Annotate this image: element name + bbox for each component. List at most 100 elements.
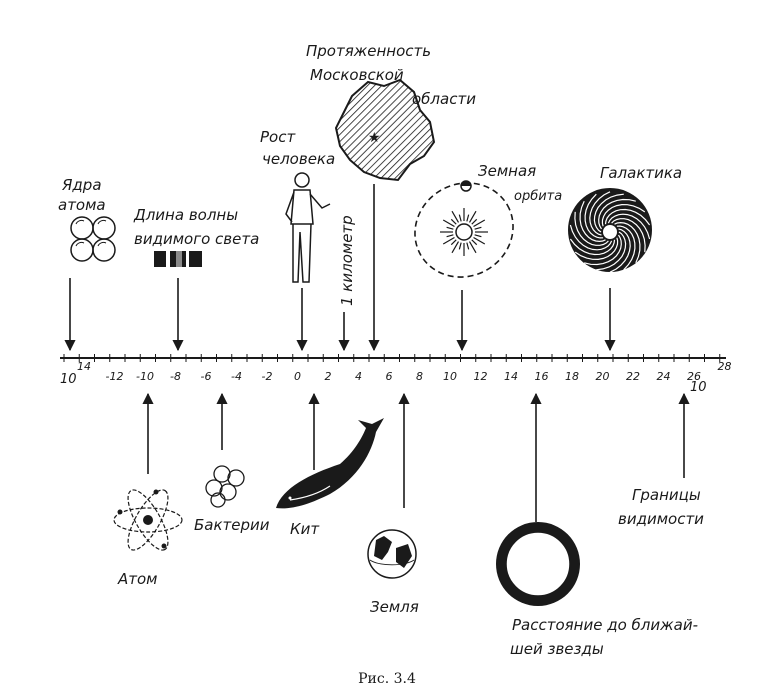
figure-caption: Рис. 3.4 xyxy=(358,671,416,687)
label-light-wave-line1: Длина волны xyxy=(133,206,238,224)
axis-tick-label: -2 xyxy=(262,370,273,383)
sun-ray xyxy=(450,218,457,225)
sun-ray xyxy=(442,219,455,228)
label-visibility-line2: видимости xyxy=(618,510,704,528)
bacteria-icon xyxy=(205,465,245,508)
axis-tick-label: 14 xyxy=(77,360,91,373)
star-icon: ★ xyxy=(368,130,381,146)
label-earth: Земля xyxy=(370,598,419,616)
sun-ray xyxy=(466,242,470,250)
axis-tick-label: 0 xyxy=(294,370,301,383)
label-moscow-line3: области xyxy=(412,90,476,108)
galaxy-icon xyxy=(568,188,652,273)
axis-tick-label: 26 xyxy=(687,370,701,383)
axis-tick-label: 16 xyxy=(535,370,549,383)
sun-ray xyxy=(458,214,462,222)
label-visibility-line1: Границы xyxy=(632,486,701,504)
axis-tick-label: 18 xyxy=(565,370,579,383)
axis-tick-label: 2 xyxy=(325,370,332,383)
human-icon xyxy=(285,172,331,283)
label-orbit-line2: орбита xyxy=(514,189,562,204)
galaxy-arm xyxy=(569,224,613,251)
galaxy-arm xyxy=(589,191,611,236)
atom-icon xyxy=(113,489,183,551)
label-nucleus-line1: Ядра xyxy=(61,176,102,194)
galaxy-arm xyxy=(579,200,606,243)
label-orbit-line1: Земная xyxy=(478,162,536,180)
label-human-line1: Рост xyxy=(260,128,296,146)
sun-ray xyxy=(473,236,486,245)
sun-ray xyxy=(471,218,478,225)
earth-globe-icon xyxy=(367,529,417,579)
galaxy-arm xyxy=(593,193,624,233)
galaxy-arm xyxy=(616,225,636,271)
label-atom: Атом xyxy=(117,570,158,588)
sun-ray xyxy=(474,226,482,230)
label-galaxy: Галактика xyxy=(600,164,682,182)
sun-ray xyxy=(471,239,478,246)
galaxy-arm xyxy=(596,231,627,271)
galaxy-arm xyxy=(584,193,604,239)
sun-ray xyxy=(451,210,460,223)
galaxy-arm xyxy=(574,211,609,246)
sun-ray xyxy=(446,234,454,238)
spectrum-bar-icon xyxy=(154,251,202,267)
galaxy-arm xyxy=(584,234,622,266)
down-arrows xyxy=(64,184,616,352)
galaxy-arm xyxy=(614,221,641,264)
axis-tick-label: 12 xyxy=(474,370,488,383)
sun-ray xyxy=(450,239,457,246)
axis-tick-label: 4 xyxy=(355,370,362,383)
sun-ray xyxy=(468,210,477,223)
sun-ray xyxy=(468,241,477,254)
moscow-region-icon xyxy=(334,78,436,182)
axis-tick-label: 6 xyxy=(386,370,393,383)
axis-tick-label: 22 xyxy=(626,370,640,383)
label-kilometer: 1 километр xyxy=(338,215,356,306)
label-star-line1: Расстояние до ближай- xyxy=(512,616,698,634)
label-bacteria: Бактерии xyxy=(194,516,270,534)
galaxy-arm xyxy=(574,237,619,261)
sun-ray xyxy=(458,242,462,250)
label-moscow-line1: Протяженность xyxy=(306,42,431,60)
axis-tick-label: -4 xyxy=(231,370,242,383)
nucleus-icon xyxy=(70,216,116,262)
galaxy-arm xyxy=(611,218,646,253)
galaxy-arm xyxy=(569,238,616,256)
axis-tick-label: -10 xyxy=(136,370,154,383)
axis-tick-label: 8 xyxy=(416,370,423,383)
axis-tick-label: 14 xyxy=(504,370,518,383)
whale-icon xyxy=(276,418,384,509)
sun-ray xyxy=(451,241,460,254)
label-star-line2: шей звезды xyxy=(510,640,604,658)
up-arrows xyxy=(142,392,690,522)
axis-right-base: 10 xyxy=(690,380,707,395)
axis-tick-marks xyxy=(63,354,721,362)
label-nucleus-line2: атома xyxy=(58,196,106,214)
axis-tick-label: -12 xyxy=(106,370,124,383)
galaxy-arm xyxy=(609,228,631,273)
galaxy-arm xyxy=(601,203,646,227)
axis-tick-label: 20 xyxy=(596,370,610,383)
orbit-icon xyxy=(414,180,514,278)
label-human-line2: человека xyxy=(262,150,335,168)
galaxy-arm xyxy=(598,198,636,230)
axis-left-base: 10 xyxy=(60,372,77,387)
axis-tick-label: 24 xyxy=(657,370,671,383)
sun-ray xyxy=(473,219,486,228)
galaxy-arm xyxy=(607,213,651,240)
axis-tick-label: 10 xyxy=(443,370,457,383)
label-whale: Кит xyxy=(290,520,320,538)
sun-ray xyxy=(446,226,454,230)
label-moscow-line2: Московской xyxy=(310,66,404,84)
axis-tick-label: 28 xyxy=(718,360,732,373)
axis-tick-label: -6 xyxy=(201,370,212,383)
star-sun-icon xyxy=(496,522,580,606)
sun-ray xyxy=(466,214,470,222)
axis-tick-label: -8 xyxy=(170,370,181,383)
label-light-wave-line2: видимого света xyxy=(134,230,259,248)
galaxy-arm xyxy=(604,208,651,226)
